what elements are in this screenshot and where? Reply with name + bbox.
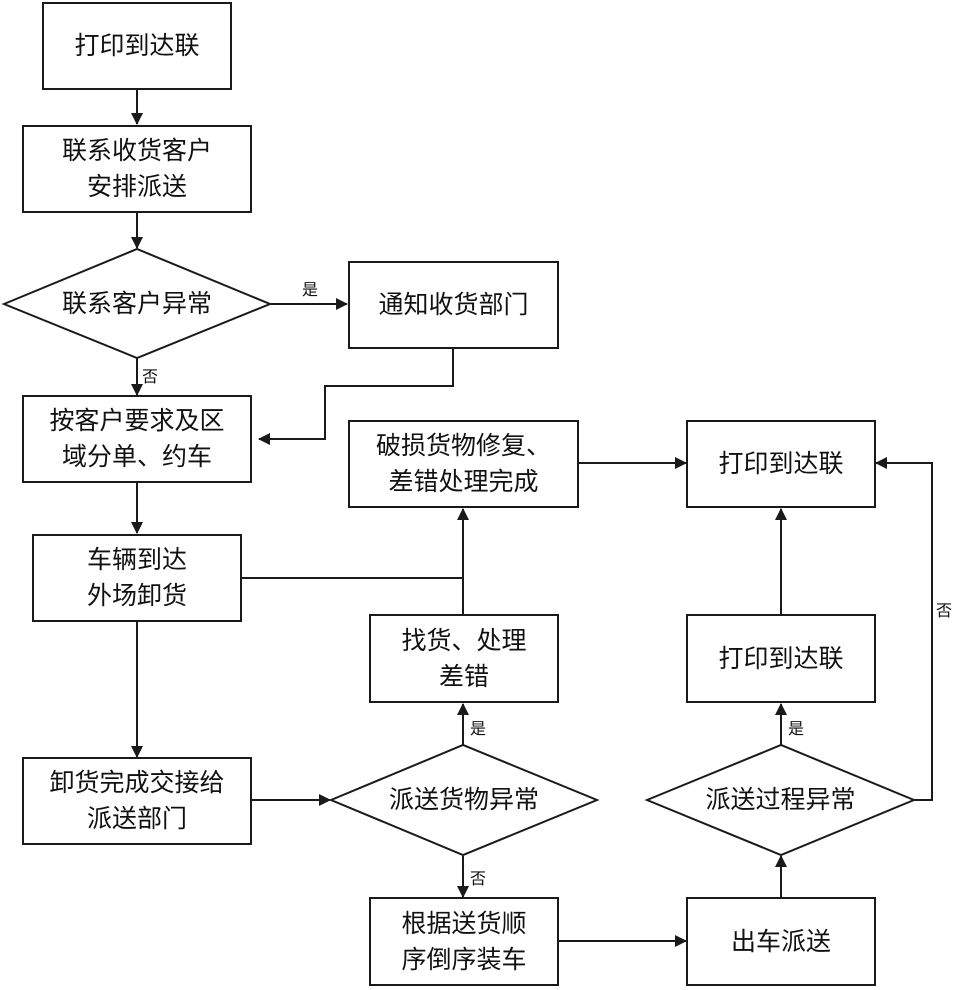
edge-process-exception-no	[875, 457, 933, 801]
label-no-goods: 否	[470, 869, 487, 888]
node-repair-done: 破损货物修复、 差错处理完成	[348, 420, 579, 508]
node-find-goods: 找货、处理 差错	[369, 614, 559, 703]
edge-notify-to-split	[258, 348, 454, 445]
label-no-contact: 否	[142, 367, 159, 386]
label-yes-goods: 是	[470, 719, 487, 738]
node-dispatch: 出车派送	[686, 897, 876, 986]
label-yes-process: 是	[788, 719, 805, 738]
node-contact-arrange: 联系收货客户 安排派送	[22, 125, 252, 213]
node-print-final: 打印到达联	[686, 420, 876, 508]
node-vehicle-unload: 车辆到达 外场卸货	[32, 534, 242, 622]
label-no-process: 否	[936, 601, 953, 620]
decision-process-exception-shape	[644, 743, 917, 857]
node-contact-exception: 联系客户异常	[61, 289, 212, 318]
node-notify-receiving: 通知收货部门	[348, 261, 559, 349]
node-load-truck: 根据送货顺 序倒序装车	[369, 897, 559, 986]
node-goods-exception: 派送货物异常	[388, 785, 539, 814]
node-print-mid: 打印到达联	[686, 614, 876, 703]
decision-contact-exception-shape	[1, 247, 273, 360]
node-handover: 卸货完成交接给 派送部门	[22, 757, 252, 845]
label-yes-contact: 是	[302, 280, 319, 299]
node-process-exception: 派送过程异常	[705, 785, 856, 814]
node-split-orders: 按客户要求及区 域分单、约车	[22, 395, 252, 483]
decision-goods-exception-shape	[328, 743, 600, 857]
node-print-top: 打印到达联	[42, 2, 232, 90]
